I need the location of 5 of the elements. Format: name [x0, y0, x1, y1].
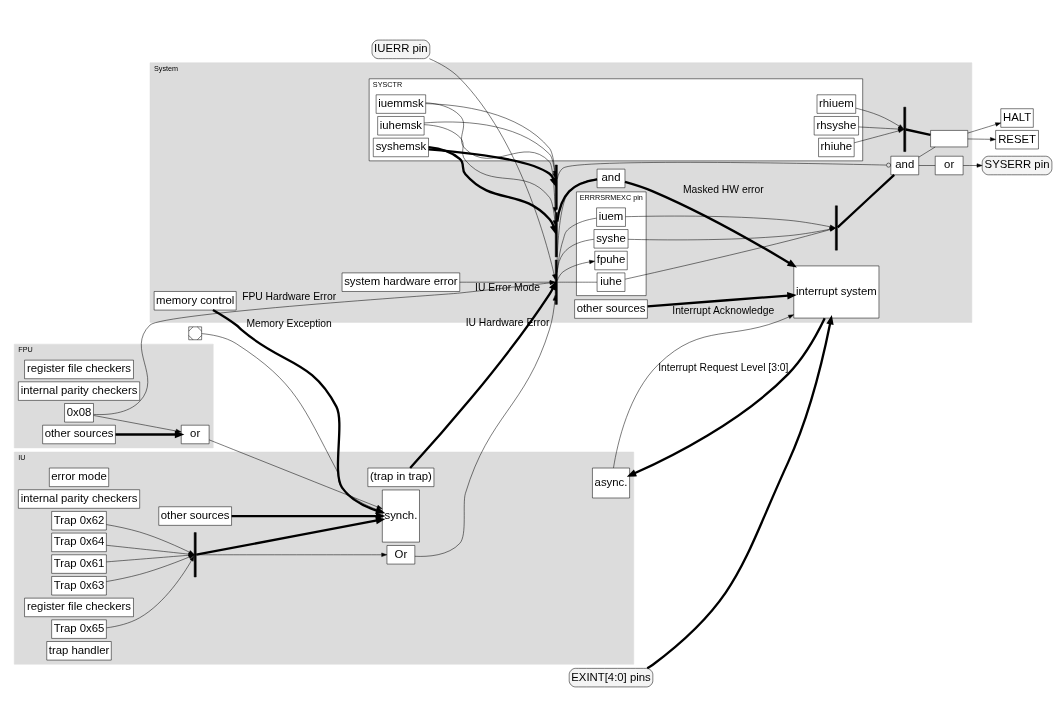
edge-label: Interrupt Acknowledge	[672, 304, 775, 316]
edge-label: Interrupt Request Level [3:0]	[658, 361, 789, 373]
edge-label: Masked HW error	[682, 183, 764, 195]
edge-label: FPU Hardware Error	[242, 290, 337, 302]
edge-label: IU Error Mode	[475, 281, 540, 293]
